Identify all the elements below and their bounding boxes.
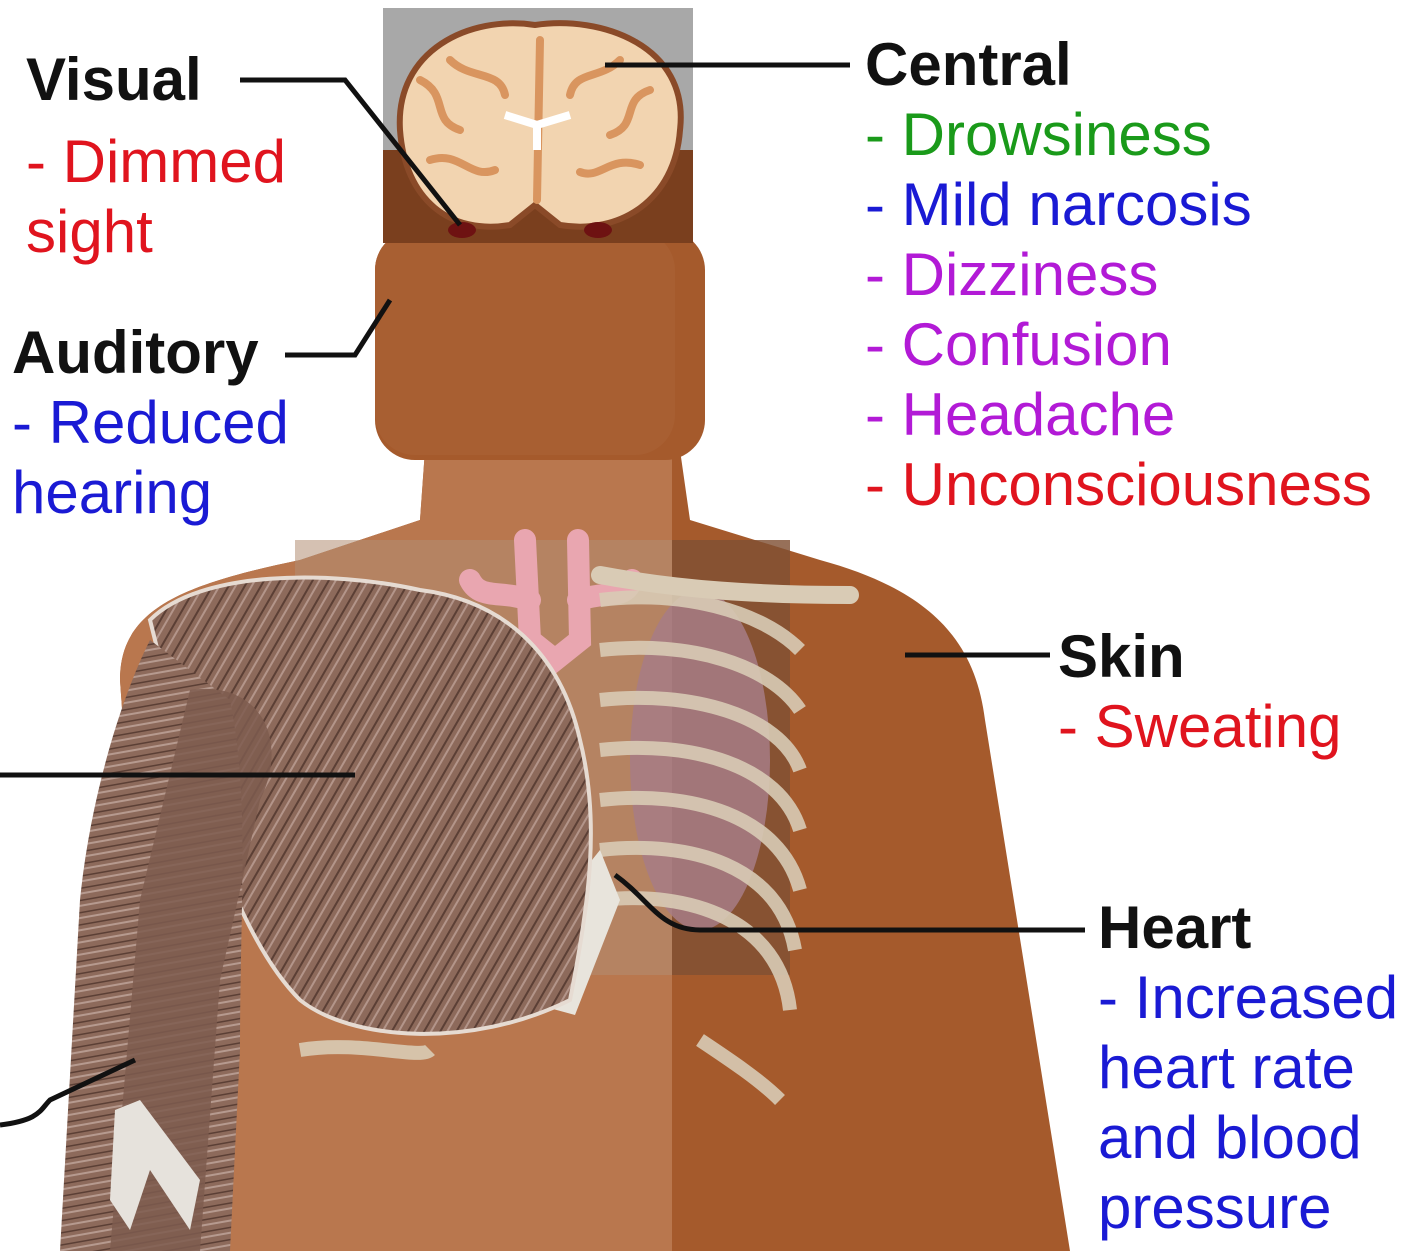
heart-item-1: - Increased xyxy=(1098,963,1398,1033)
skin-label-group: Skin - Sweating xyxy=(1058,622,1341,762)
heart-item-3: and blood xyxy=(1098,1103,1398,1173)
auditory-item-2: hearing xyxy=(12,458,289,528)
heart-item-2: heart rate xyxy=(1098,1033,1398,1103)
central-item-5: - Headache xyxy=(865,380,1372,450)
central-item-6: - Unconsciousness xyxy=(865,450,1372,520)
optic-area-left xyxy=(448,222,476,238)
central-label-group: Central - Drowsiness - Mild narcosis - D… xyxy=(865,30,1372,520)
auditory-label-group: Auditory - Reduced hearing xyxy=(12,318,289,528)
visual-label-group: Visual - Dimmed sight xyxy=(26,45,286,267)
brain-section xyxy=(383,8,693,243)
heart-label-group: Heart - Increased heart rate and blood p… xyxy=(1098,893,1398,1243)
visual-heading: Visual xyxy=(26,45,286,115)
auditory-leader-line xyxy=(285,300,390,355)
auditory-heading: Auditory xyxy=(12,318,289,388)
central-item-2: - Mild narcosis xyxy=(865,170,1372,240)
skin-item-1: - Sweating xyxy=(1058,692,1341,762)
heart-heading: Heart xyxy=(1098,893,1398,963)
optic-area-right xyxy=(584,222,612,238)
central-item-1: - Drowsiness xyxy=(865,100,1372,170)
visual-item-2: sight xyxy=(26,197,286,267)
neck-light xyxy=(375,230,675,455)
central-item-4: - Confusion xyxy=(865,310,1372,380)
skin-heading: Skin xyxy=(1058,622,1341,692)
central-heading: Central xyxy=(865,30,1372,100)
heart-item-4: pressure xyxy=(1098,1173,1398,1243)
visual-item-1: - Dimmed xyxy=(26,127,286,197)
auditory-item-1: - Reduced xyxy=(12,388,289,458)
central-item-3: - Dizziness xyxy=(865,240,1372,310)
